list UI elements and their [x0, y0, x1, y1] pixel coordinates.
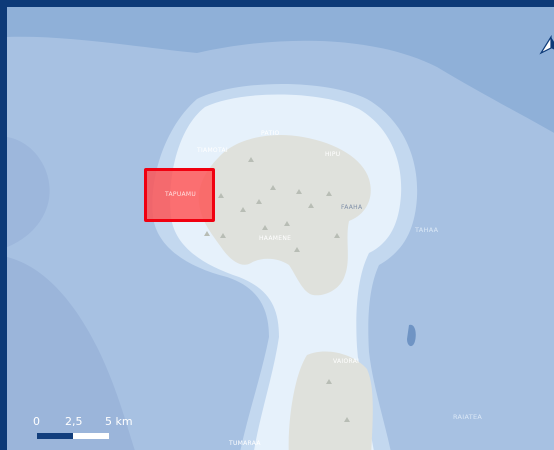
label-northwest: TIAMOTAI	[196, 147, 228, 154]
label-east: FAAHA	[341, 204, 363, 211]
scale-tick-1: 2,5	[65, 415, 83, 428]
label-northeast: HIPU	[325, 151, 341, 158]
peaks	[204, 157, 350, 422]
island-land	[198, 135, 371, 296]
scale-bar-dark-segment	[37, 433, 73, 439]
map-canvas[interactable]: PATIO TIAMOTAI HIPU FAAHA HAAMENE VAIORA…	[7, 7, 554, 450]
left-coast-bottom	[7, 257, 135, 450]
scale-tick-2: 5 km	[105, 415, 133, 428]
label-south: VAIORAI	[333, 358, 359, 365]
label-sea-southeast: RAIATEA	[453, 413, 482, 421]
islet	[407, 324, 416, 347]
north-arrow-icon	[539, 34, 554, 55]
label-selected: TAPUAMU	[165, 191, 197, 198]
left-coast-shadow	[7, 137, 50, 247]
label-central: HAAMENE	[259, 235, 291, 242]
selected-area-highlight[interactable]: TAPUAMU	[144, 168, 215, 222]
label-bottom: TUMARAA	[228, 440, 261, 447]
label-top-center: PATIO	[261, 130, 280, 137]
southern-island	[288, 351, 373, 450]
scale-tick-0: 0	[33, 415, 40, 428]
scale-bar: 0 2,5 5 km	[33, 415, 133, 439]
scale-bar-light-segment	[73, 433, 109, 439]
label-sea-east: TAHAA	[414, 226, 439, 234]
